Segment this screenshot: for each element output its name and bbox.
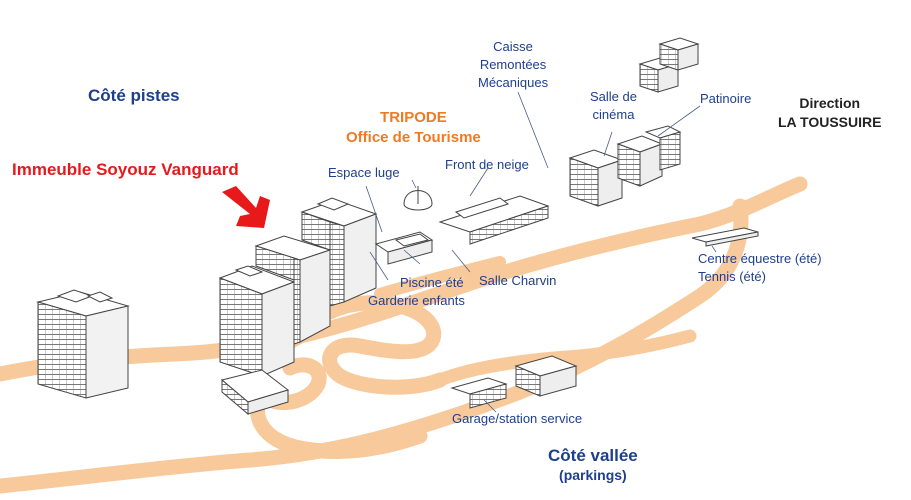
label-patinoire: Patinoire — [700, 91, 752, 106]
front-buildings — [374, 186, 550, 265]
label-cote-pistes: Côté pistes — [88, 86, 180, 105]
office-tourisme: Office de Tourisme — [346, 129, 481, 146]
direction-line1: Direction — [799, 95, 861, 111]
cinema-patinoire-buildings — [568, 125, 682, 207]
label-espace-luge: Espace luge — [328, 165, 400, 180]
label-cote-vallee: Côté vallée (parkings) — [548, 446, 638, 484]
label-centre-equestre: Centre équestre (été) — [698, 251, 822, 266]
caisse-line3: Mécaniques — [478, 75, 549, 90]
label-front-de-neige: Front de neige — [445, 157, 529, 172]
label-garderie: Garderie enfants — [368, 293, 465, 308]
valley-buildings — [450, 227, 759, 409]
tower-building-left — [36, 289, 130, 399]
direction-line2: LA TOUSSUIRE — [778, 114, 882, 130]
salle-line2: cinéma — [592, 107, 635, 122]
label-direction: Direction LA TOUSSUIRE — [778, 94, 881, 132]
red-arrow — [222, 186, 270, 228]
label-salle-cinema: Salle de cinéma — [590, 88, 637, 124]
cote-vallee-title: Côté vallée — [548, 446, 638, 465]
residence-towers — [218, 197, 378, 416]
tripode-title: TRIPODE — [380, 109, 447, 126]
label-tripode: TRIPODE Office de Tourisme — [346, 108, 481, 148]
label-tennis: Tennis (été) — [698, 269, 766, 284]
label-salle-charvin: Salle Charvin — [479, 273, 557, 288]
label-garage: Garage/station service — [452, 411, 583, 426]
label-caisse: Caisse Remontées Mécaniques — [478, 38, 548, 92]
label-immeuble-soyouz-vanguard: Immeuble Soyouz Vanguard — [12, 160, 239, 179]
caisse-line1: Caisse — [493, 39, 533, 54]
caisse-line2: Remontées — [479, 57, 547, 72]
top-right-buildings — [638, 37, 700, 93]
label-piscine: Piscine été — [400, 275, 464, 290]
pointer-lines — [365, 91, 717, 413]
parkings-subtitle: (parkings) — [559, 467, 627, 483]
salle-line1: Salle de — [590, 89, 637, 104]
